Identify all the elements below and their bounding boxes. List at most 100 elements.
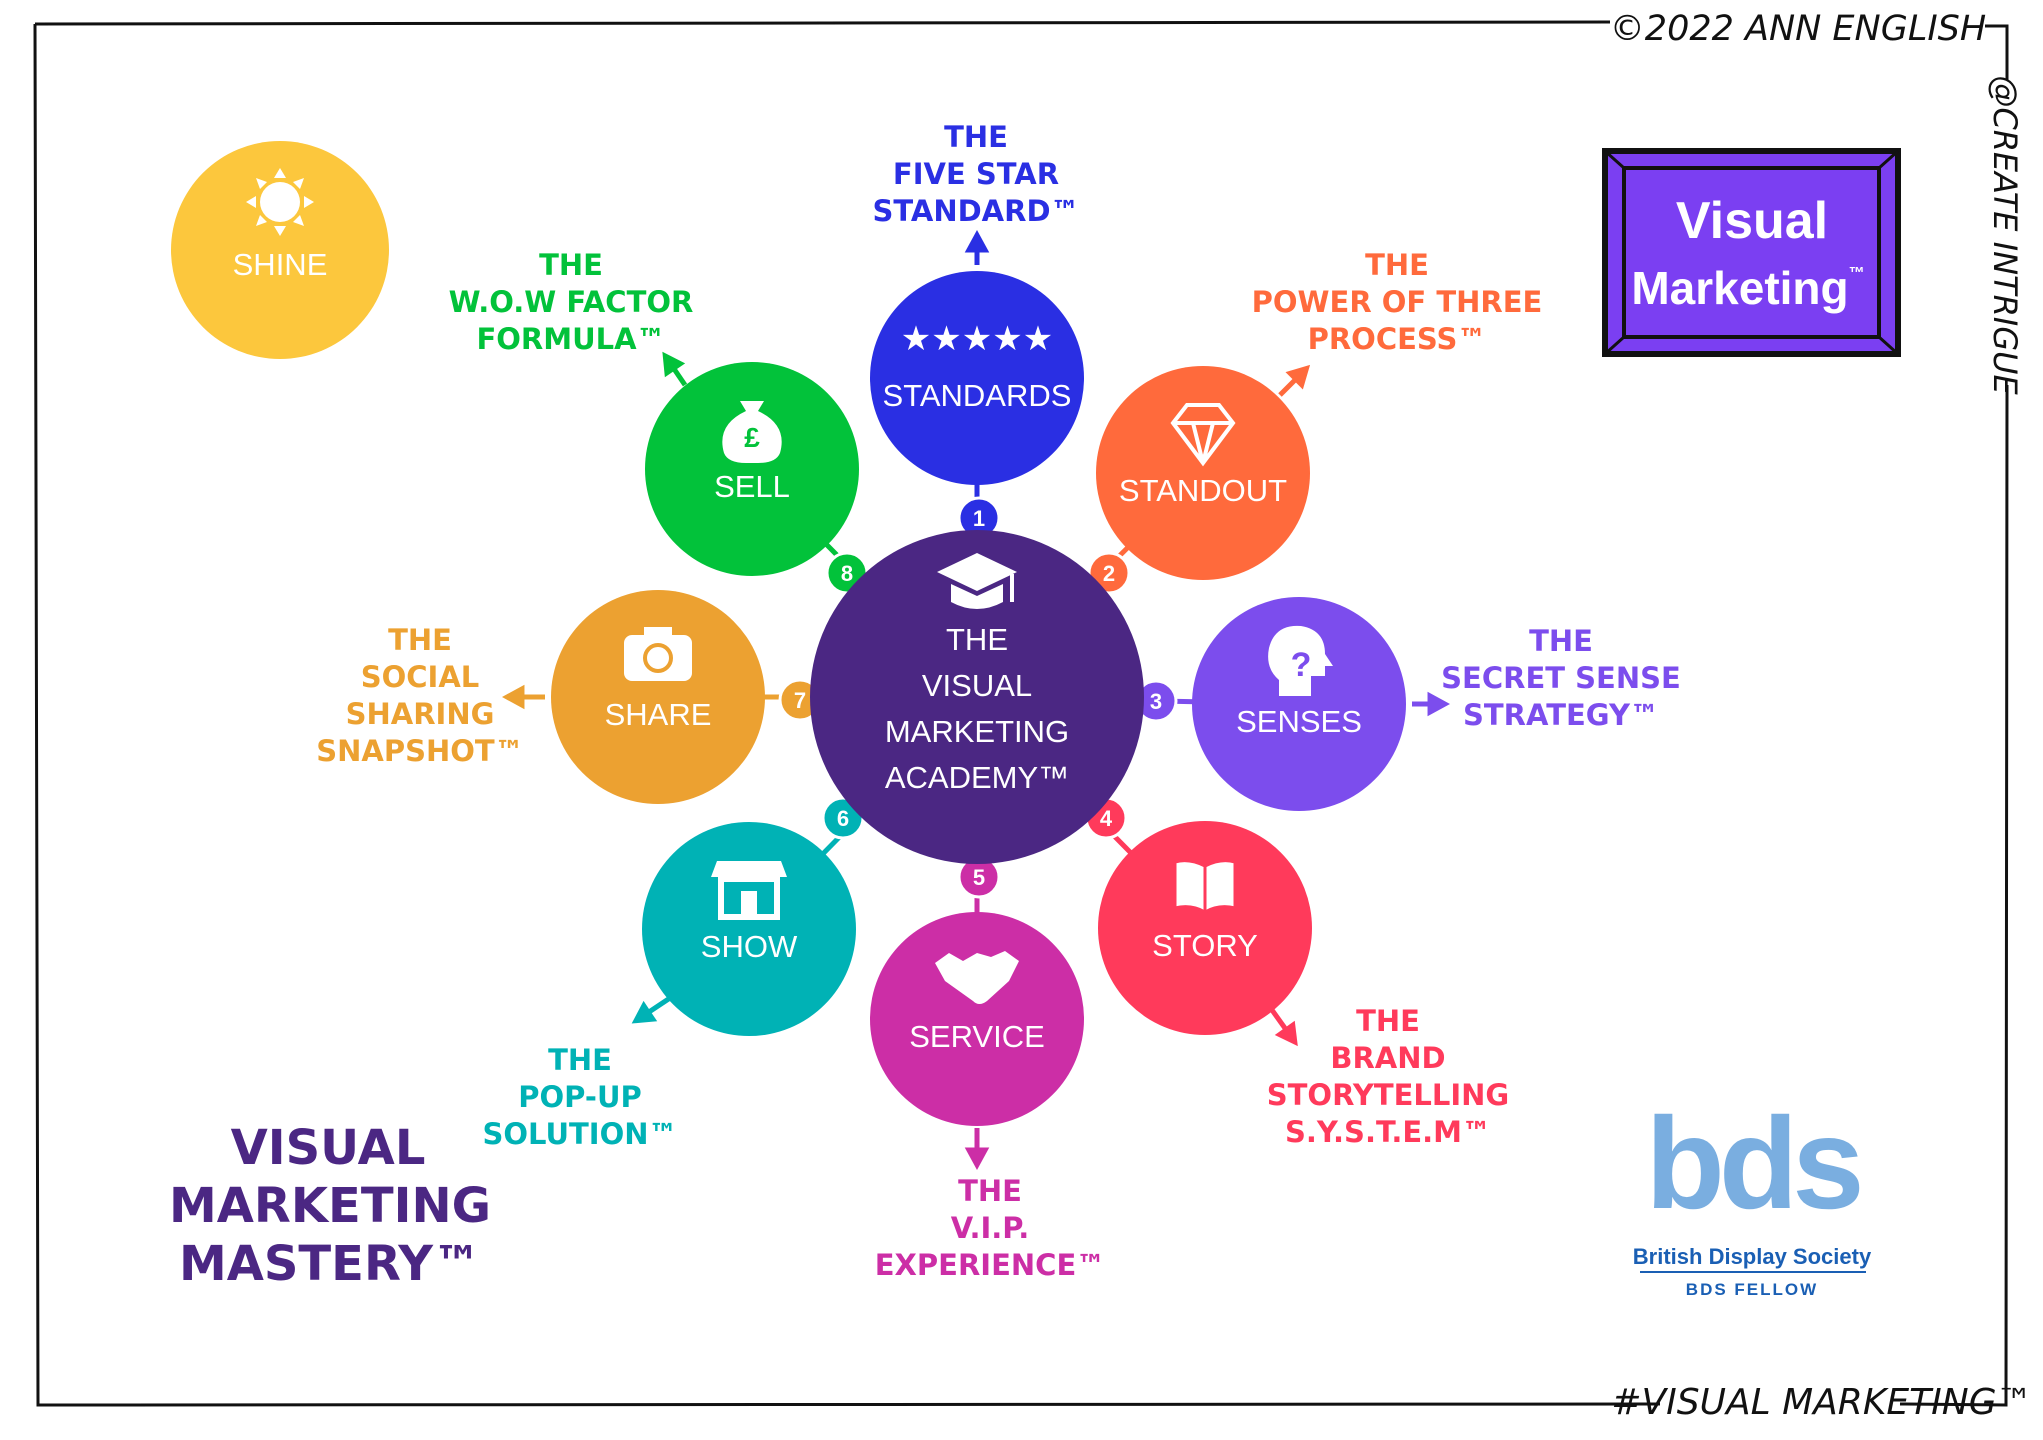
node-label: SERVICE [909, 1019, 1045, 1054]
bds-logo-text: bds [1645, 1090, 1859, 1236]
program-title-line: THE [539, 248, 603, 282]
arrow-head-icon [662, 351, 686, 378]
graduation-cap-icon [937, 553, 1017, 609]
five-stars-icon: ★★★★★ [901, 319, 1053, 359]
question-glyph: ? [1291, 646, 1312, 684]
copyright-text: ©2022 ANN ENGLISH [1610, 9, 1986, 49]
program-title-line: POP-UP [518, 1080, 642, 1114]
storefront-icon [711, 861, 787, 920]
program-title-line: W.O.W FACTOR [449, 285, 694, 319]
arrow-head-icon [964, 1147, 990, 1170]
logo-line2-word: Marketing [1631, 262, 1848, 314]
program-title-line: FORMULA™ [476, 322, 665, 356]
node-label: SELL [714, 469, 790, 504]
stars-glyphs: ★★★★★ [901, 319, 1053, 359]
center-line: VISUAL [922, 668, 1032, 703]
node-label: SENSES [1236, 704, 1362, 739]
center-line: ACADEMY™ [885, 760, 1069, 795]
program-title-line: THE [548, 1043, 612, 1077]
frame-border [33, 20, 2009, 1407]
step-number: 4 [1100, 806, 1113, 831]
handle-text: @CREATE INTRIGUE [1986, 75, 2024, 395]
center-line: MARKETING [885, 714, 1069, 749]
program-title-line: SOLUTION™ [482, 1117, 677, 1151]
node-label: STORY [1152, 928, 1258, 963]
center-academy: THE VISUAL MARKETING ACADEMY™ [810, 530, 1144, 864]
program-title-line: THE [1365, 248, 1429, 282]
program-title-line: THE [958, 1174, 1022, 1208]
arrow-head-icon [502, 684, 525, 710]
mastery-line: MARKETING [169, 1178, 491, 1234]
program-title-line: S.Y.S.T.E.M™ [1285, 1115, 1491, 1149]
arrow-head-icon [964, 230, 990, 253]
program-title-line: STRATEGY™ [1463, 698, 1659, 732]
program-title-line: FIVE STAR [893, 157, 1059, 191]
program-title-line: BRAND [1330, 1041, 1445, 1075]
node-label: SHARE [605, 697, 712, 732]
bds-name: British Display Society [1633, 1244, 1872, 1269]
mastery-title: VISUAL MARKETING MASTERY™ [169, 1120, 491, 1292]
logo-tm: ™ [1849, 265, 1865, 282]
node-label: STANDOUT [1119, 473, 1287, 508]
arrow-head-icon [1427, 691, 1450, 717]
logo-line1: Visual [1676, 192, 1828, 250]
program-title-line: THE [944, 120, 1008, 154]
book-icon [1173, 859, 1237, 914]
program-title-line: PROCESS™ [1308, 322, 1487, 356]
arrow-head-icon [1285, 364, 1311, 390]
pound-glyph: £ [744, 422, 760, 453]
program-title-line: STORYTELLING [1267, 1078, 1509, 1112]
money-bag-icon: £ [722, 401, 782, 463]
node-label: STANDARDS [883, 378, 1072, 413]
mastery-line: MASTERY™ [179, 1236, 481, 1292]
program-title-line: SNAPSHOT™ [316, 734, 523, 768]
program-title-line: EXPERIENCE™ [875, 1248, 1106, 1282]
hashtag-text: #VISUAL MARKETING™ [1611, 1382, 2032, 1423]
node-label: SHOW [701, 929, 798, 964]
step-number: 5 [973, 865, 985, 890]
program-title-line: THE [1356, 1004, 1420, 1038]
step-number: 2 [1103, 561, 1115, 586]
mastery-line: VISUAL [231, 1120, 426, 1176]
step-number: 8 [841, 561, 853, 586]
arrow-head-icon [1274, 1020, 1298, 1047]
center-line: THE [946, 622, 1008, 657]
visual-marketing-logo: Visual Marketing™ [1602, 148, 1901, 357]
program-title-line: POWER OF THREE [1252, 285, 1543, 319]
program-title-line: SECRET SENSE [1441, 661, 1681, 695]
sun-icon [246, 168, 314, 236]
head-question-icon: ? [1268, 625, 1333, 696]
program-title-line: STANDARD™ [872, 194, 1079, 228]
bds-fellow-logo: bds British Display Society BDS FELLOW [1633, 1090, 1872, 1299]
shine-label: SHINE [233, 247, 328, 282]
program-title-line: THE [388, 623, 452, 657]
step-number: 6 [837, 806, 849, 831]
camera-icon [624, 627, 692, 681]
shine-badge: SHINE [171, 141, 389, 359]
program-title-line: V.I.P. [951, 1211, 1029, 1245]
program-title-line: SOCIAL [361, 660, 480, 694]
step-number-badge: 1 [957, 496, 1001, 540]
step-number: 1 [973, 506, 985, 531]
step-number: 3 [1150, 689, 1162, 714]
step-number-badge: 5 [957, 855, 1001, 899]
program-title-line: SHARING [346, 697, 495, 731]
step-number: 7 [794, 688, 806, 713]
logo-line2: Marketing™ [1631, 262, 1864, 314]
